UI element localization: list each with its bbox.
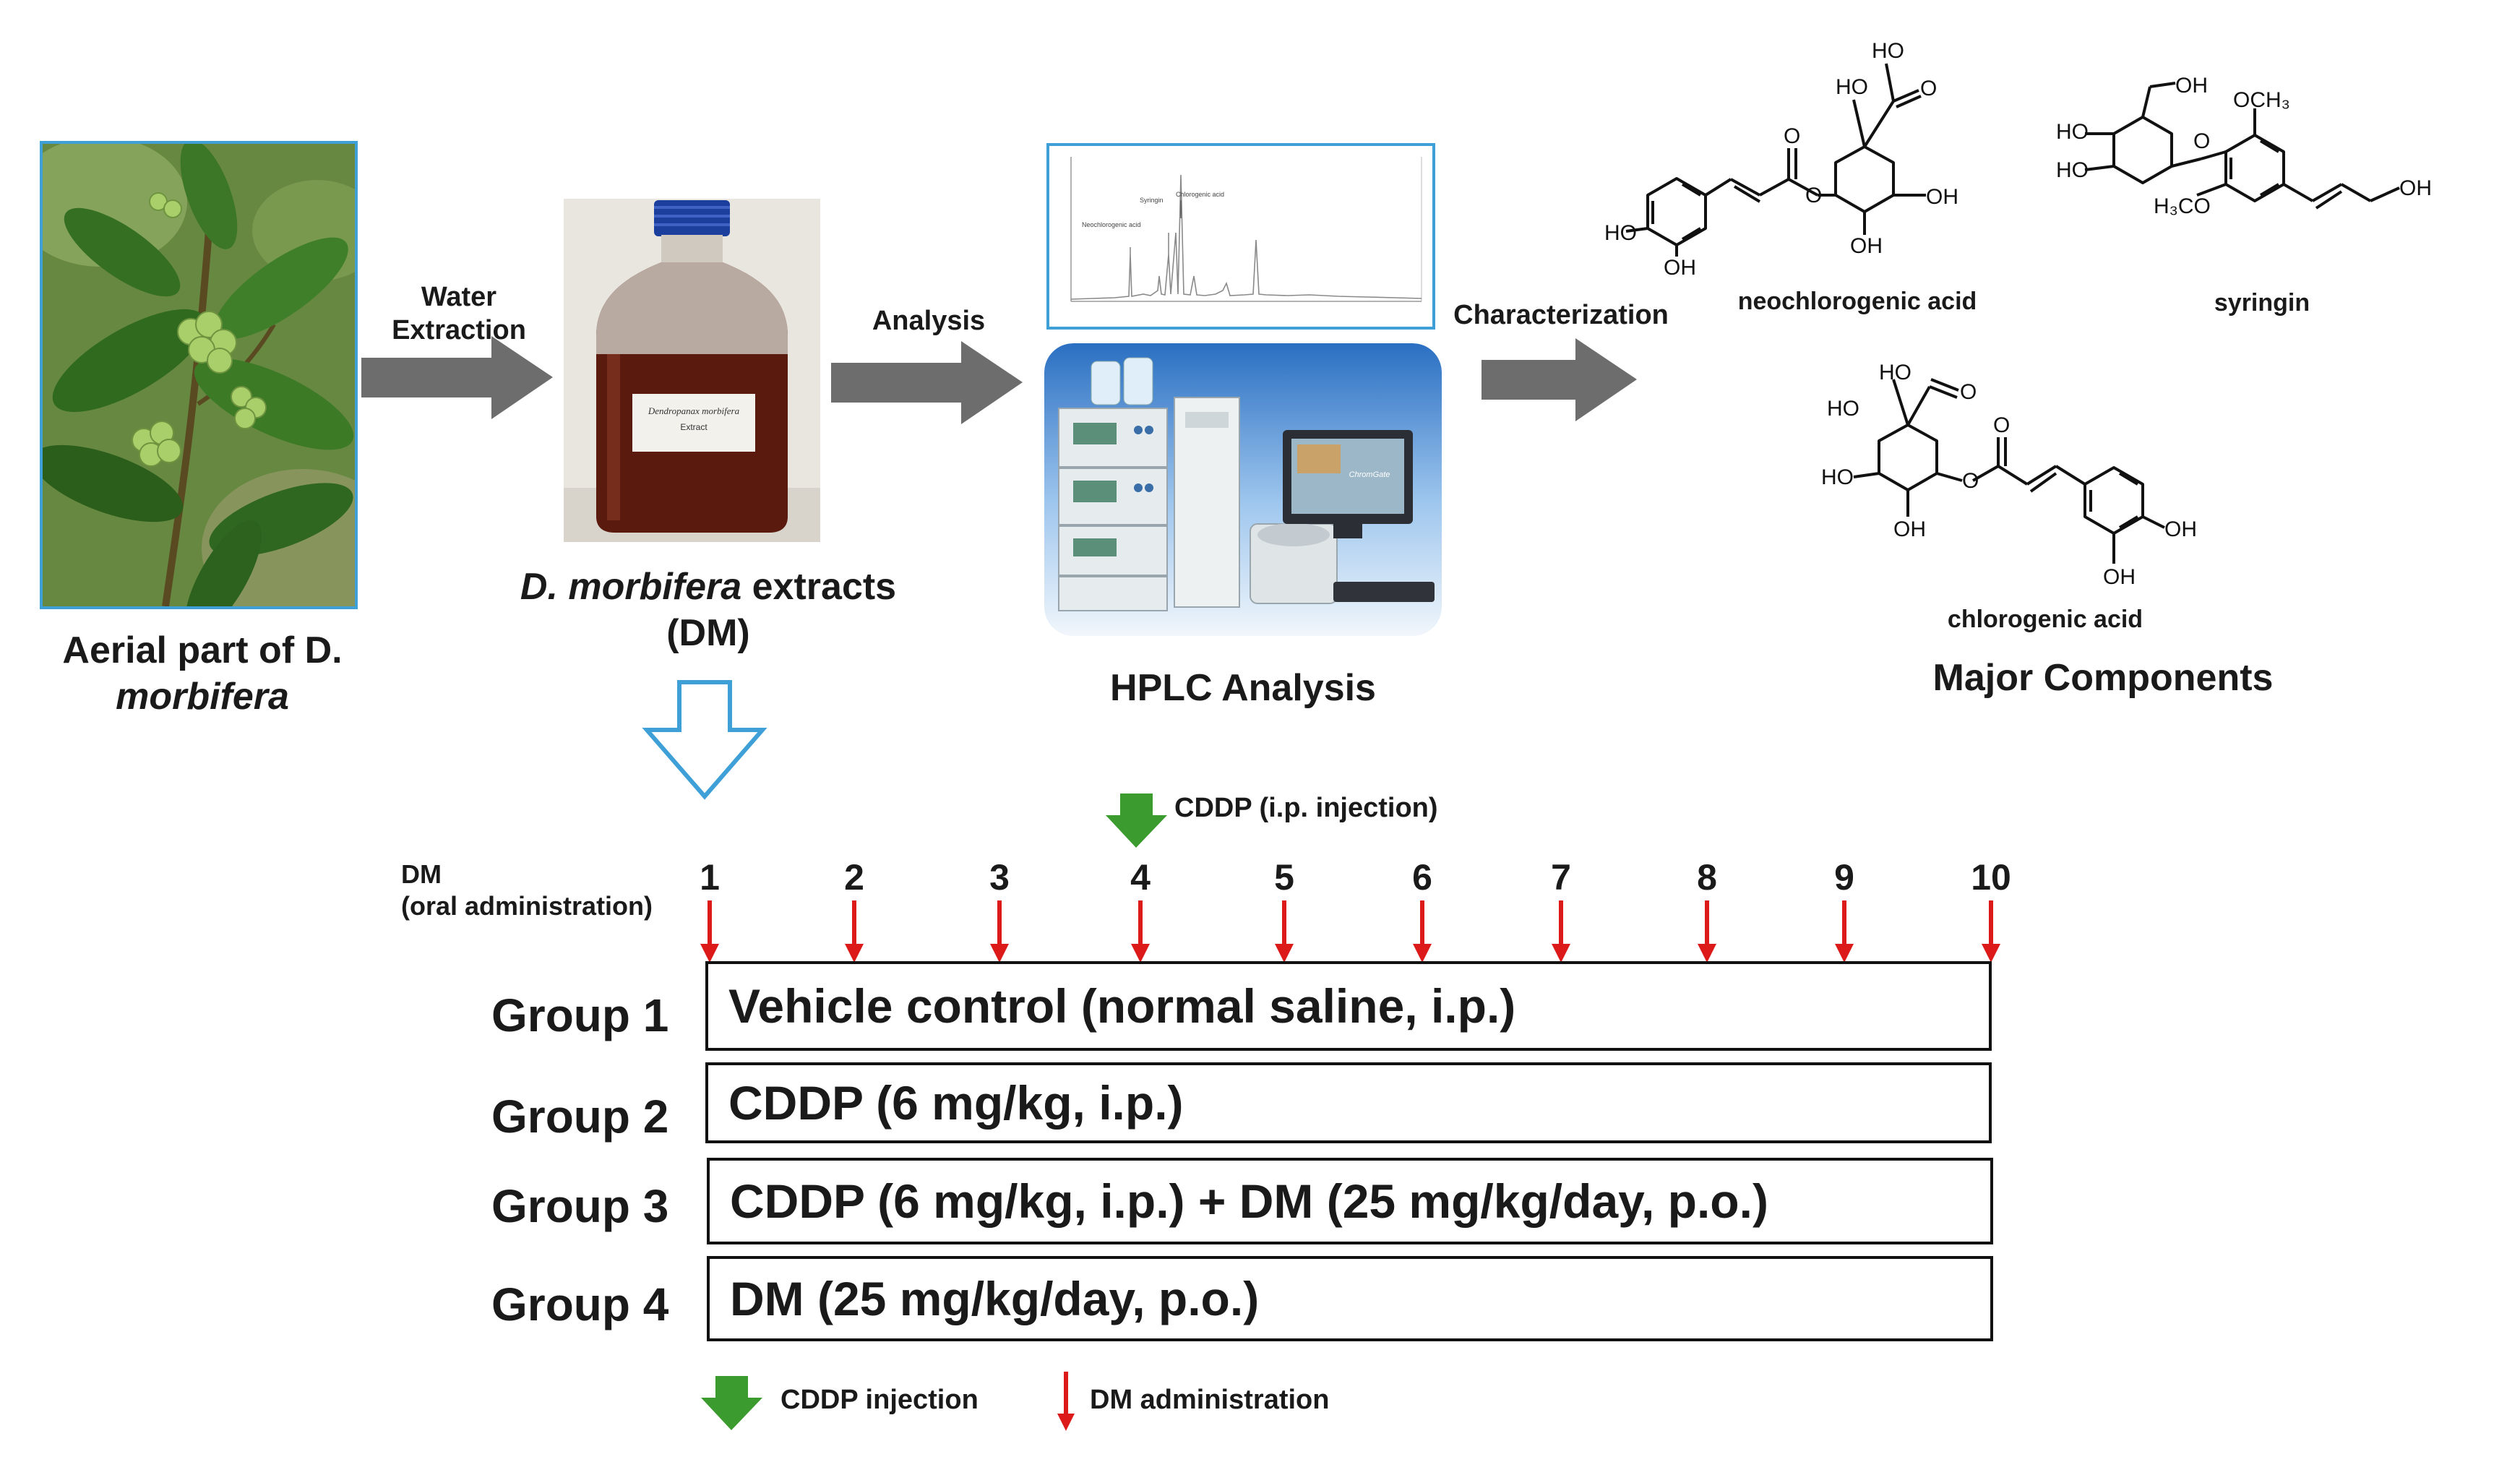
bottle-label-line1: Dendropanax morbifera	[648, 405, 740, 416]
day-number-7: 7	[1551, 857, 1571, 898]
dm-red-arrow-day-6	[1413, 900, 1432, 963]
dm-red-arrow-day-3	[990, 900, 1009, 963]
day-number-3: 3	[989, 857, 1010, 898]
svg-text:O: O	[1962, 469, 1979, 493]
peak-label-neochlorogenic: Neochlorogenic acid	[1082, 221, 1141, 228]
svg-text:HO: HO	[2056, 120, 2089, 144]
dm-red-arrow-day-9	[1835, 900, 1854, 963]
process-arrow-analysis	[831, 341, 1023, 424]
legend-cddp-icon	[701, 1376, 762, 1430]
group-text-3: CDDP (6 mg/kg, i.p.) + DM (25 mg/kg/day,…	[730, 1174, 1768, 1228]
svg-text:OH: OH	[2175, 74, 2208, 98]
svg-text:HO: HO	[1821, 465, 1854, 489]
svg-text:HO: HO	[1836, 75, 1868, 99]
compound-name-neochlorogenic: neochlorogenic acid	[1737, 288, 1977, 315]
compound-name-chlorogenic: chlorogenic acid	[1947, 606, 2143, 633]
legend-dm-label: DM administration	[1090, 1385, 1330, 1415]
svg-text:OH: OH	[1926, 185, 1958, 209]
svg-text:HO: HO	[2056, 158, 2089, 182]
peak-label-chlorogenic: Chlorogenic acid	[1176, 191, 1224, 198]
dm-red-arrow-day-2	[845, 900, 864, 963]
group-label-4: Group 4	[491, 1278, 669, 1330]
hollow-down-arrow	[642, 680, 767, 800]
cddp-green-arrow	[1106, 794, 1167, 848]
svg-text:O: O	[1784, 124, 1800, 148]
svg-text:O: O	[1805, 184, 1822, 207]
svg-text:OCH₃: OCH₃	[2233, 88, 2290, 112]
svg-text:OH: OH	[1893, 517, 1926, 541]
svg-text:HO: HO	[1872, 39, 1904, 63]
svg-text:HO: HO	[1879, 361, 1911, 384]
group-box-2: CDDP (6 mg/kg, i.p.)	[705, 1062, 1992, 1143]
peak-label-syringin: Syringin	[1140, 197, 1164, 204]
plant-caption: Aerial part of D. morbifera	[62, 629, 343, 718]
day-number-1: 1	[700, 857, 720, 898]
extract-caption: D. morbifera extracts (DM)	[520, 566, 897, 654]
hplc-caption: HPLC Analysis	[1110, 667, 1376, 709]
group-box-4: DM (25 mg/kg/day, p.o.)	[707, 1256, 1993, 1341]
group-text-1: Vehicle control (normal saline, i.p.)	[728, 979, 1516, 1033]
chromatogram-panel: Neochlorogenic acid Syringin Chlorogenic…	[1046, 143, 1435, 330]
legend-cddp-label: CDDP injection	[780, 1385, 979, 1415]
day-number-8: 8	[1697, 857, 1717, 898]
dm-oral-label: DM(oral administration)	[401, 859, 653, 921]
day-number-5: 5	[1274, 857, 1294, 898]
monitor-screen-text: ChromGate	[1349, 470, 1390, 479]
characterization-label: Characterization	[1453, 300, 1669, 330]
svg-text:O: O	[1960, 380, 1977, 404]
compound-name-syringin: syringin	[2214, 289, 2310, 317]
group-box-1: Vehicle control (normal saline, i.p.)	[705, 961, 1992, 1051]
svg-text:OH: OH	[2164, 517, 2197, 541]
svg-text:OH: OH	[1850, 234, 1883, 258]
extract-bottle-photo: Dendropanax morbifera Extract	[564, 199, 820, 542]
dm-red-arrow-day-7	[1552, 900, 1570, 963]
dm-red-arrow-day-8	[1698, 900, 1716, 963]
svg-text:OH: OH	[2399, 176, 2432, 200]
dm-red-arrow-day-1	[700, 900, 719, 963]
svg-text:OH: OH	[2103, 565, 2136, 589]
legend-dm-icon	[1057, 1372, 1075, 1431]
dm-red-arrow-day-10	[1982, 900, 2000, 963]
process-arrow-characterization	[1482, 338, 1637, 421]
svg-text:HO: HO	[1827, 397, 1859, 421]
day-number-9: 9	[1834, 857, 1854, 898]
svg-text:O: O	[2193, 129, 2210, 153]
day-number-2: 2	[844, 857, 864, 898]
plant-photo	[40, 141, 358, 609]
svg-text:O: O	[1993, 413, 2010, 437]
dm-red-arrow-day-5	[1275, 900, 1294, 963]
group-label-1: Group 1	[491, 989, 669, 1041]
day-number-10: 10	[1971, 857, 2011, 898]
process-arrow-extraction	[361, 336, 553, 419]
day-number-6: 6	[1412, 857, 1432, 898]
chemical-structures: HO OH O O HO HO O OH OH HO HO OH O OCH₃ …	[1604, 39, 2432, 589]
svg-text:H₃CO: H₃CO	[2154, 194, 2211, 218]
analysis-label: Analysis	[872, 306, 986, 336]
svg-text:OH: OH	[1664, 256, 1696, 280]
group-label-2: Group 2	[491, 1091, 669, 1143]
svg-text:O: O	[1920, 77, 1937, 100]
day-number-4: 4	[1130, 857, 1151, 898]
dm-red-arrow-day-4	[1131, 900, 1150, 963]
cddp-note: CDDP (i.p. injection)	[1174, 793, 1438, 823]
group-text-2: CDDP (6 mg/kg, i.p.)	[728, 1076, 1184, 1130]
major-components-caption: Major Components	[1932, 657, 2274, 699]
bottle-label-line2: Extract	[680, 422, 708, 432]
group-text-4: DM (25 mg/kg/day, p.o.)	[730, 1272, 1260, 1325]
group-box-3: CDDP (6 mg/kg, i.p.) + DM (25 mg/kg/day,…	[707, 1158, 1993, 1244]
hplc-instrument-image: ChromGate	[1044, 343, 1442, 636]
svg-text:HO: HO	[1604, 221, 1637, 245]
group-label-3: Group 3	[491, 1180, 669, 1232]
